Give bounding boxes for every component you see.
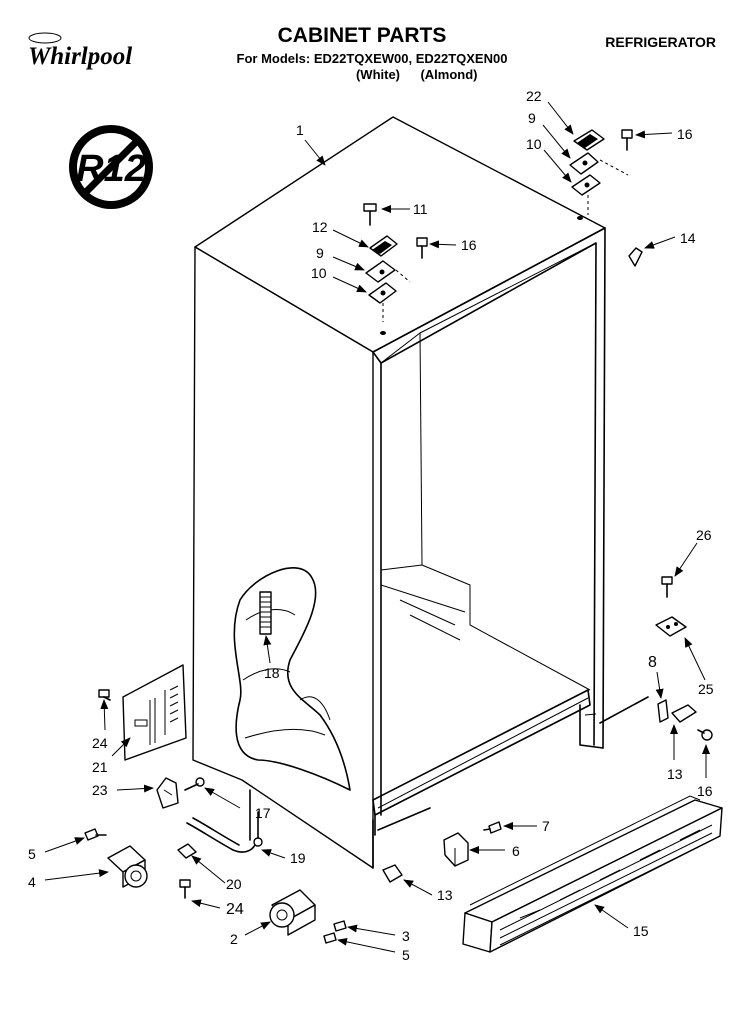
coil-heater-18 [259, 591, 272, 635]
roller-assembly-2 [269, 889, 316, 936]
brand-name: Whirlpool [28, 43, 132, 70]
control-bracket-21 [122, 664, 187, 761]
leveling-bracket-25 [655, 616, 687, 637]
callout-14: 14 [680, 230, 696, 246]
leader-lines [44, 101, 710, 953]
clip-13-right [671, 704, 697, 723]
screw-26 [661, 576, 673, 598]
callout-20: 20 [226, 876, 242, 892]
clamp-20 [177, 843, 197, 859]
callout-23: 23 [92, 782, 108, 798]
models-line: For Models: ED22TQXEW00, ED22TQXEN00 [237, 51, 508, 66]
screw-5-lower [323, 932, 337, 944]
refrigerator-cabinet [192, 116, 649, 869]
screw-17 [184, 777, 205, 791]
color-almond-label: (Almond) [420, 67, 477, 82]
page-title: CABINET PARTS [278, 24, 447, 47]
callout-3: 3 [402, 928, 410, 944]
callout-13-right: 13 [667, 766, 683, 782]
callout-7: 7 [542, 818, 550, 834]
callout-8: 8 [648, 654, 657, 671]
callout-10-right: 10 [526, 136, 542, 152]
toe-grille-15 [462, 795, 723, 953]
r12-no-cfc-badge: R12 [69, 125, 153, 209]
callout-24-upper: 24 [92, 735, 108, 751]
roller-assembly-4 [107, 845, 148, 888]
appliance-category: REFRIGERATOR [605, 34, 716, 50]
hinge-assembly-right [569, 129, 643, 267]
screw-24-upper [98, 689, 111, 701]
callout-21: 21 [92, 759, 108, 775]
callout-22: 22 [526, 88, 542, 104]
screw-3 [333, 920, 347, 932]
screw-24-lower [179, 879, 191, 899]
callout-25: 25 [698, 681, 714, 697]
callout-2: 2 [230, 931, 238, 947]
callout-26: 26 [696, 527, 712, 543]
callout-6: 6 [512, 843, 520, 859]
callout-10-center: 10 [311, 265, 327, 281]
clip-13-lower [382, 864, 403, 883]
callout-1: 1 [296, 122, 304, 138]
callout-16-center: 16 [461, 237, 477, 253]
screw-5-upper [84, 828, 107, 841]
callout-4: 4 [28, 874, 36, 890]
hinge-assembly-center [363, 203, 428, 322]
bracket-23 [156, 777, 179, 809]
cabinet-cutaway [233, 567, 351, 791]
color-white-label: (White) [356, 67, 400, 82]
callout-labels: 1 11 12 16 9 10 22 9 10 16 14 26 25 8 13… [28, 88, 714, 963]
callout-9-right: 9 [528, 110, 536, 126]
callout-15: 15 [633, 923, 649, 939]
bracket-8 [657, 699, 669, 723]
bracket-6 [443, 832, 469, 867]
callout-18: 18 [264, 665, 280, 681]
screw-16-lower [697, 729, 713, 741]
water-tube-19 [186, 811, 263, 853]
callout-19: 19 [290, 850, 306, 866]
callout-5-upper: 5 [28, 846, 36, 862]
callout-16-lower: 16 [697, 783, 713, 799]
callout-11: 11 [413, 201, 428, 217]
callout-5-lower: 5 [402, 947, 410, 963]
callout-13-lower: 13 [437, 887, 453, 903]
callout-16-right: 16 [677, 126, 693, 142]
screw-7 [483, 821, 502, 834]
callout-24-lower: 24 [226, 901, 244, 918]
callout-12: 12 [312, 219, 328, 235]
whirlpool-logo: Whirlpool [28, 32, 132, 70]
callout-9-center: 9 [316, 245, 324, 261]
callout-17: 17 [255, 805, 271, 821]
